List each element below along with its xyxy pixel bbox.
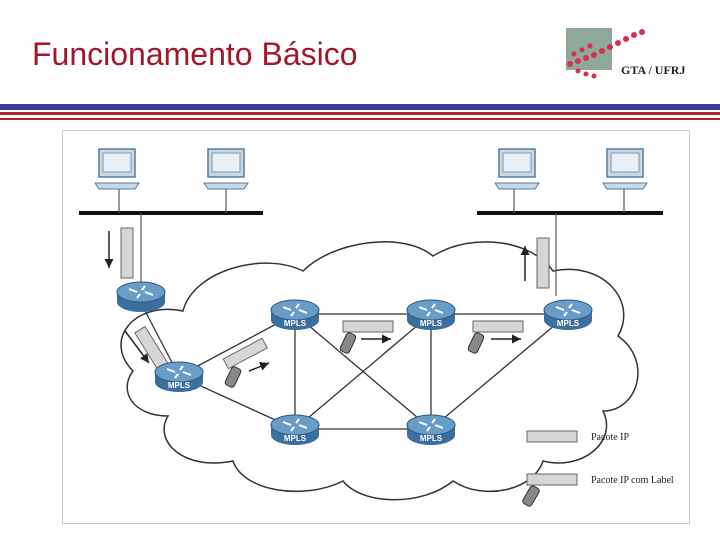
arrow-diagonal-icon xyxy=(124,330,150,364)
slide-title: Funcionamento Básico xyxy=(32,36,358,72)
logo-text: GTA / UFRJ xyxy=(621,63,686,77)
ip-packet-ingress xyxy=(120,227,134,279)
labeled-packet-2 xyxy=(339,320,394,354)
logo-square xyxy=(566,28,612,70)
router-label: MPLS xyxy=(168,381,191,390)
mpls-router-icon: MPLS xyxy=(543,299,593,330)
router-label: MPLS xyxy=(284,434,307,443)
gta-logo xyxy=(566,28,645,79)
legend-ip-packet-label: Pacote IP xyxy=(591,432,629,443)
mpls-router-icon: MPLS xyxy=(270,299,320,330)
host-drops xyxy=(118,189,625,296)
header-rule-red xyxy=(0,112,720,115)
label-tag-icon xyxy=(522,485,540,507)
host-computer-icon xyxy=(203,148,249,190)
mpls-router-icon: MPLS xyxy=(154,361,204,392)
ip-packet-egress xyxy=(536,237,550,289)
router-label: MPLS xyxy=(284,319,307,328)
router-label: MPLS xyxy=(420,434,443,443)
legend-labeled-packet-label: Pacote IP com Label xyxy=(591,475,674,486)
edge-router-icon xyxy=(116,281,166,312)
labeled-packet-1 xyxy=(222,337,270,388)
mpls-router-icon: MPLS xyxy=(270,414,320,445)
header-rule-red-thin xyxy=(0,118,720,120)
mpls-router-icon: MPLS xyxy=(406,414,456,445)
legend: Pacote IP Pacote IP com Label xyxy=(522,430,674,507)
header-rule-blue xyxy=(0,104,720,110)
host-computer-icon xyxy=(94,148,140,190)
legend-labeled-packet-swatch xyxy=(526,473,578,486)
network-cloud xyxy=(120,241,639,501)
host-computer-icon xyxy=(494,148,540,190)
labeled-packet-3 xyxy=(467,320,524,354)
legend-ip-packet-swatch xyxy=(526,430,578,443)
host-computer-icon xyxy=(602,148,648,190)
router-label: MPLS xyxy=(420,319,443,328)
mpls-router-icon: MPLS xyxy=(406,299,456,330)
router-label: MPLS xyxy=(557,319,580,328)
logo-dots xyxy=(567,29,645,79)
mpls-diagram: MPLS MPLS MPLS MPLS MPLS MPLS P xyxy=(62,130,690,524)
